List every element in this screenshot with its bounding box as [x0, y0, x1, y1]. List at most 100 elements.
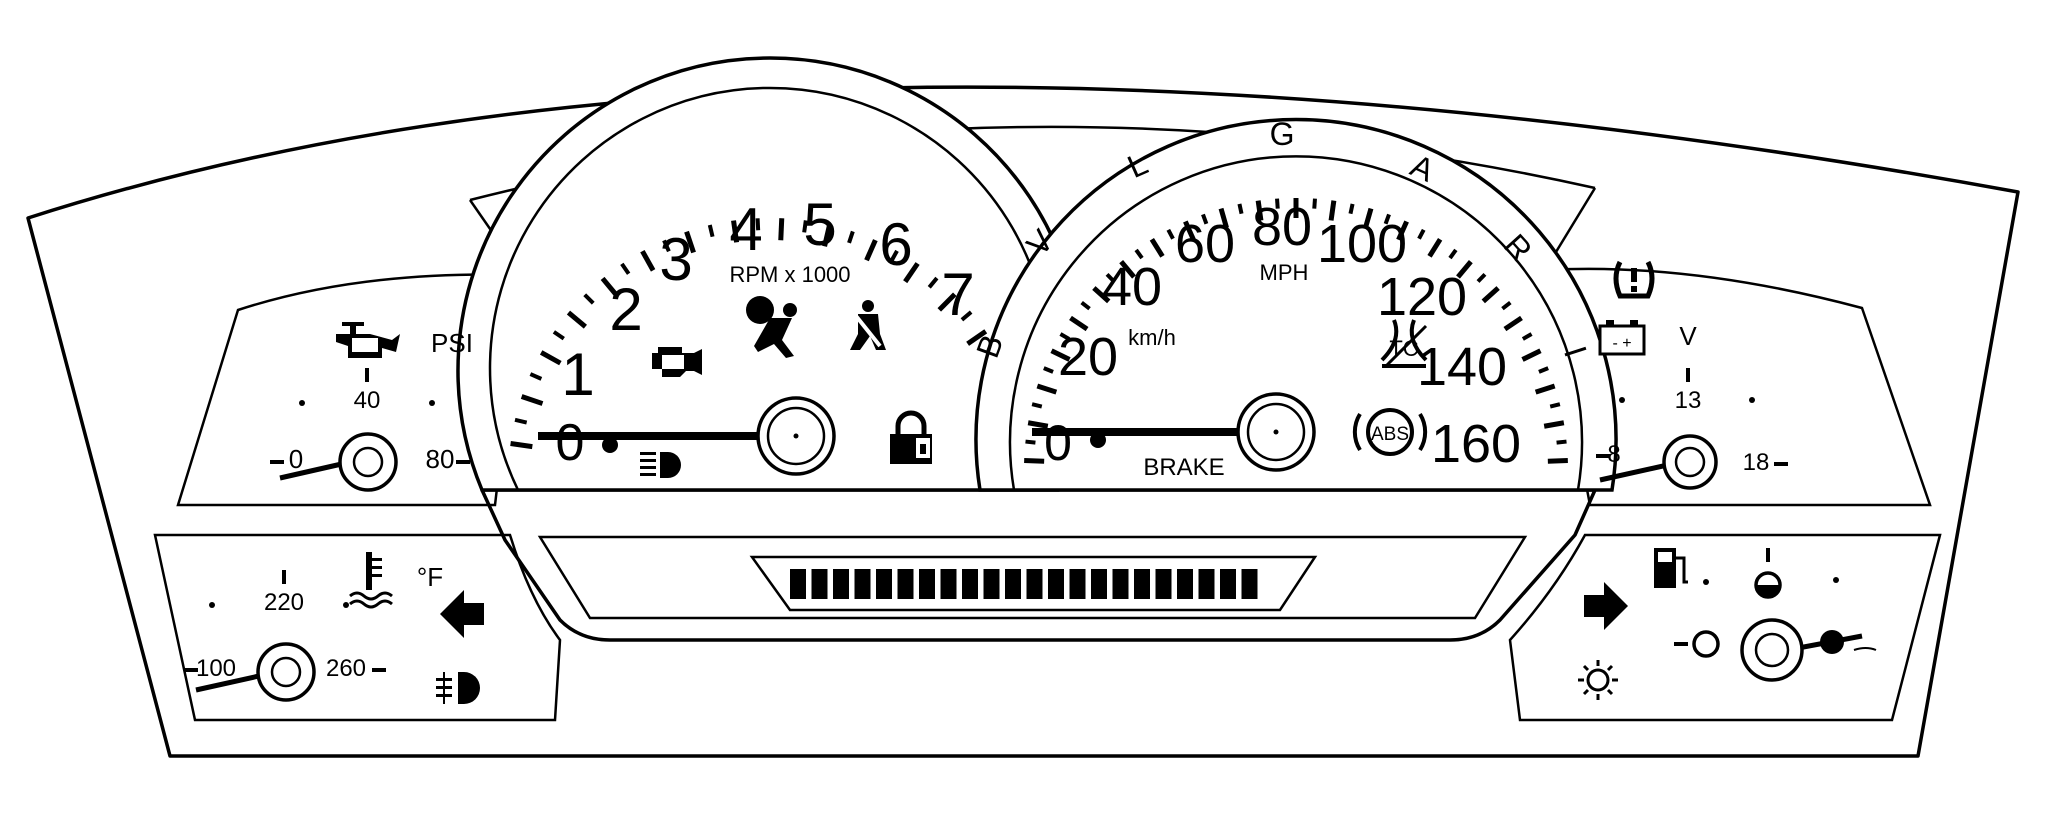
speedometer: 20 40 60 80 100 120 140 160 MPH km/h 0 B…: [969, 116, 1618, 492]
tach-tick: [960, 310, 973, 322]
speed-tick: [1383, 213, 1391, 225]
fuel-gauge: [1578, 548, 1877, 700]
tach-tick: [620, 262, 631, 275]
tach-tick: [889, 249, 899, 263]
mph-number-20: 20: [1058, 327, 1118, 387]
temp-max-label: 260: [326, 655, 366, 682]
speed-tick: [1043, 366, 1054, 374]
odometer-segment: [1005, 569, 1021, 599]
volt-max-label: 18: [1743, 449, 1770, 476]
fog-lamp-icon: [436, 672, 480, 704]
speed-tick: [1134, 248, 1144, 260]
speed-tick: [1027, 420, 1049, 429]
voltmeter-gauge: - + V 13 8 18: [1596, 260, 1788, 490]
tach-tick: [529, 372, 543, 381]
speed-tick: [1183, 220, 1196, 241]
mph-number-120: 120: [1377, 267, 1467, 327]
speed-tick: [1456, 260, 1473, 279]
odometer-segment: [1112, 569, 1129, 599]
speed-tick: [1024, 458, 1045, 464]
temp-unit-label: °F: [417, 562, 443, 592]
airbag-icon: [746, 296, 797, 358]
temp-min-label: 100: [196, 655, 236, 682]
speed-tick: [1521, 348, 1542, 362]
oil-min-label: 0: [289, 444, 303, 474]
speed-tick: [1396, 220, 1409, 241]
exterior-light-icon: [1578, 660, 1618, 700]
odometer-segment: [854, 569, 871, 599]
speed-tick: [1312, 198, 1317, 209]
tach-tick: [864, 239, 878, 262]
check-engine-icon: [652, 347, 702, 377]
mph-number-100: 100: [1317, 214, 1407, 274]
mph-number-160: 160: [1431, 414, 1521, 474]
tach-tick: [514, 417, 528, 425]
speed-tick: [1534, 383, 1556, 395]
turn-right-arrow-icon: [1584, 582, 1628, 630]
speed-tick: [1328, 200, 1337, 221]
tach-tick: [640, 249, 656, 272]
speed-tick: [1218, 207, 1229, 229]
speed-tick: [1503, 315, 1523, 332]
speed-tick: [1501, 300, 1512, 311]
tach-number-6: 6: [879, 211, 912, 278]
odometer-segment: [1220, 569, 1236, 599]
oil-mid-label: 40: [354, 387, 381, 414]
tach-tick: [510, 441, 533, 450]
speed-tick: [1549, 402, 1561, 409]
speed-tick: [1092, 286, 1111, 304]
speed-tick: [1031, 402, 1043, 409]
mph-number-80: 80: [1252, 197, 1312, 257]
speed-tick: [1166, 228, 1175, 240]
battery-icon: - +: [1598, 320, 1646, 356]
mph-number-140: 140: [1417, 337, 1507, 397]
tach-number-2: 2: [609, 276, 642, 343]
tach-zero-label: 0: [556, 414, 585, 472]
odometer-segment: [1177, 569, 1193, 599]
mph-label: MPH: [1260, 260, 1309, 285]
tach-tick: [552, 330, 565, 341]
odometer-segment: [1198, 569, 1215, 599]
tach-tick: [566, 310, 587, 329]
temp-mid-label: 220: [264, 589, 304, 616]
headlamp-icon: [640, 452, 681, 478]
tach-unit-label: RPM x 1000: [729, 262, 850, 287]
tach-tick: [966, 329, 988, 346]
speed-tick: [1448, 248, 1458, 260]
svg-text:- +: - +: [1612, 335, 1631, 352]
speed-tick: [1543, 420, 1565, 429]
odometer-segment: [790, 569, 806, 599]
volt-unit-label: V: [1679, 321, 1697, 351]
kmh-label: km/h: [1128, 325, 1176, 350]
tach-tick: [927, 276, 939, 289]
speed-ticks: [1024, 198, 1568, 464]
speed-tick: [1427, 238, 1443, 258]
speed-tick: [1149, 238, 1165, 258]
odometer-segment: [1241, 569, 1258, 599]
coolant-temp-gauge: °F 220 100 260: [184, 552, 484, 704]
speed-tick: [1481, 286, 1500, 304]
odometer-segment: [919, 569, 935, 599]
tach-number-5: 5: [803, 191, 836, 258]
traction-off-icon: TC: [1380, 319, 1428, 368]
brake-label: BRAKE: [1143, 454, 1224, 481]
odometer-segment: [962, 569, 978, 599]
tach-tick: [903, 262, 920, 284]
speed-tick: [1080, 300, 1091, 311]
speed-tick: [1050, 348, 1071, 362]
oil-can-icon: [336, 322, 400, 358]
speed-tick: [1119, 260, 1136, 279]
tach-tick: [684, 230, 696, 254]
seatbelt-icon: [850, 300, 886, 350]
tach-tick: [802, 220, 808, 233]
volt-mid-label: 13: [1675, 387, 1702, 414]
speed-tick: [1201, 213, 1209, 225]
speed-tick: [1036, 383, 1058, 395]
speed-tick: [1476, 272, 1487, 283]
tach-ticks: [510, 218, 1011, 450]
tach-tick: [731, 220, 740, 243]
tach-number-4: 4: [729, 196, 762, 263]
coolant-temp-icon: [349, 552, 393, 609]
tach-tick: [520, 394, 544, 406]
